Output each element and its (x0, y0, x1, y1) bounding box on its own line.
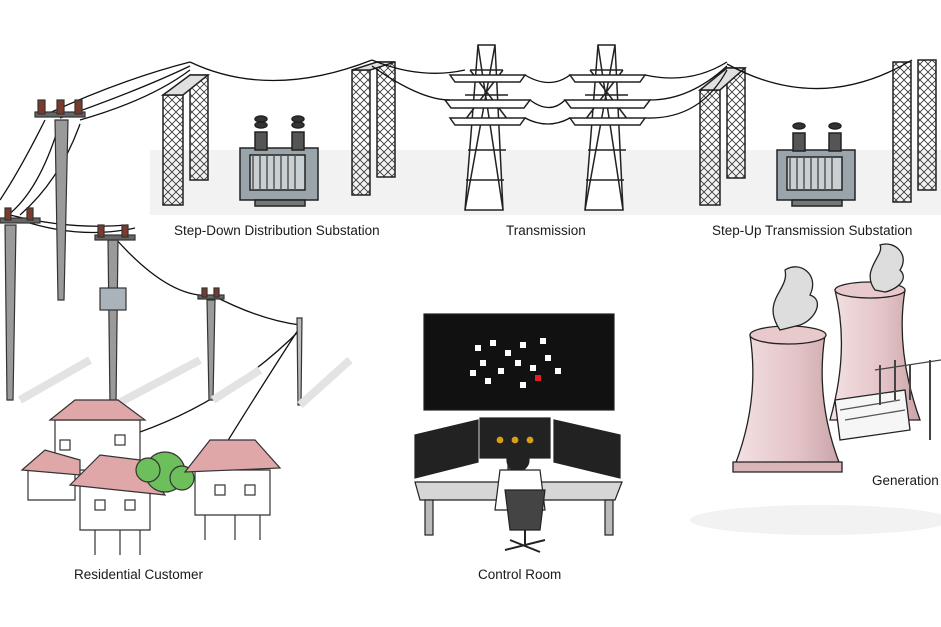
cooling-tower-front (734, 334, 841, 466)
steam-cloud-icon (772, 266, 819, 331)
operator-head (506, 448, 530, 472)
distribution-poles (0, 99, 303, 406)
control-room (414, 313, 623, 553)
residential-customer-label: Residential Customer (74, 567, 204, 582)
generation-label: Generation (872, 473, 939, 488)
office-chair (504, 489, 546, 531)
pole-transformer-icon (99, 287, 127, 311)
residential-houses (20, 399, 282, 555)
monitor-right (553, 419, 621, 479)
transformer-icon (776, 122, 856, 207)
step-down-substation-label: Step-Down Distribution Substation (174, 223, 380, 238)
transmission-tower-1 (443, 44, 532, 211)
step-up-substation-label: Step-Up Transmission Substation (712, 223, 913, 238)
cooling-tower-back (829, 289, 921, 421)
step-up-substation (697, 59, 937, 207)
steam-cloud-icon (869, 243, 904, 293)
control-room-label: Control Room (478, 567, 562, 582)
pole-shadows (18, 356, 353, 409)
transformer-icon (239, 115, 319, 207)
transmission-label: Transmission (506, 223, 586, 238)
transmission-tower-2 (563, 44, 652, 211)
video-wall-nodes (470, 338, 561, 388)
monitor-left (414, 419, 479, 479)
generation-plant (690, 243, 941, 535)
step-down-substation (160, 61, 396, 207)
alarm-indicator (535, 375, 541, 381)
